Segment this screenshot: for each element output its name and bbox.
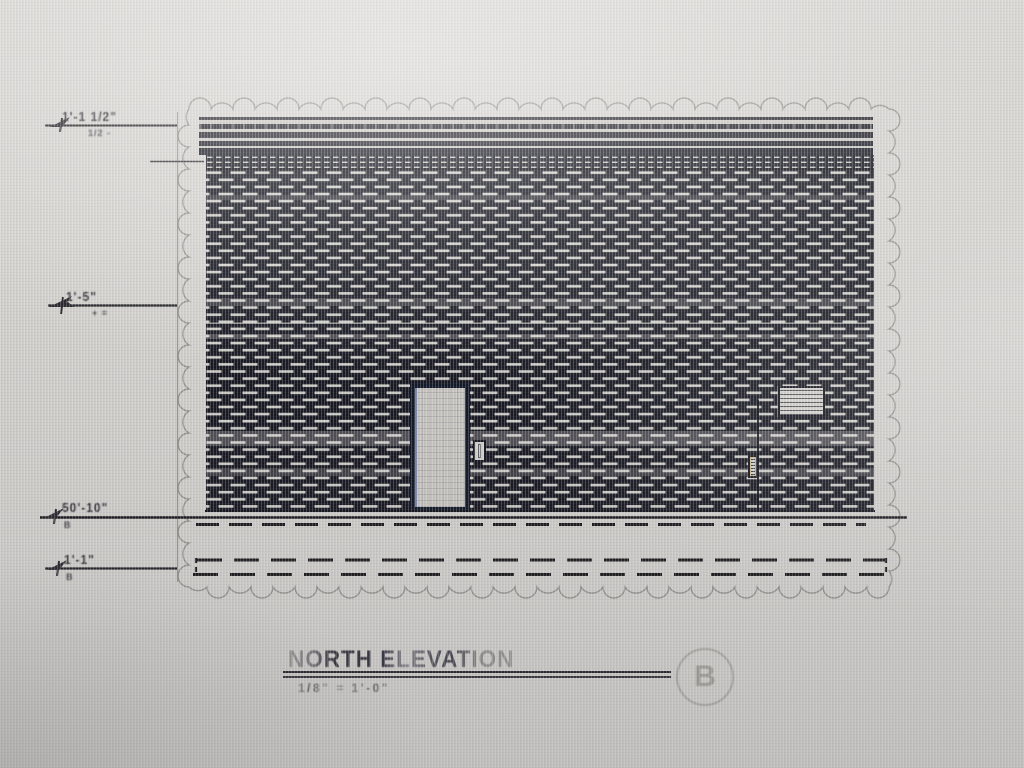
revision-cloud <box>177 97 901 599</box>
elevation-datum-icon <box>50 117 70 132</box>
title-underline-top <box>283 671 671 674</box>
door-light-fixture <box>473 440 486 462</box>
datum-sublabel-parapet: 1/2 - <box>88 128 112 138</box>
reference-bubble-label: B <box>694 660 716 693</box>
door-light-fixture-lens <box>478 444 481 458</box>
wall-fixture-grille <box>751 458 755 475</box>
wall-louver-vent <box>778 386 825 417</box>
brick-hatch <box>206 155 874 512</box>
louver-slats <box>780 388 823 415</box>
wall-mounted-fixture <box>748 455 758 478</box>
drawing-title: NORTH ELEVATION <box>288 646 515 673</box>
datum-label-parapet: 1'-1 1/2" <box>62 109 117 125</box>
datum-label-footing: 1'-1" <box>64 552 95 568</box>
datum-sublabel-grade: B <box>64 520 72 530</box>
reference-bubble: B <box>676 648 734 706</box>
scale-label: 1/8" = 1'-0" <box>298 681 390 695</box>
elevation-datum-icon <box>49 296 74 314</box>
elevation-datum-icon <box>44 508 64 525</box>
datum-label-mid: 1'-5" <box>66 289 97 305</box>
datum-label-grade: 50'-10" <box>62 500 109 516</box>
cornice-dentil-texture <box>199 124 873 132</box>
cornice-band <box>199 117 873 155</box>
datum-sublabel-mid: + = <box>92 308 109 318</box>
datum-sublabel-footing: B <box>66 572 74 582</box>
control-joint-line <box>757 400 759 512</box>
entry-door <box>410 383 470 512</box>
door-leaf <box>415 388 465 507</box>
title-underline-bottom <box>283 676 671 678</box>
elevation-datum-icon <box>47 560 67 577</box>
